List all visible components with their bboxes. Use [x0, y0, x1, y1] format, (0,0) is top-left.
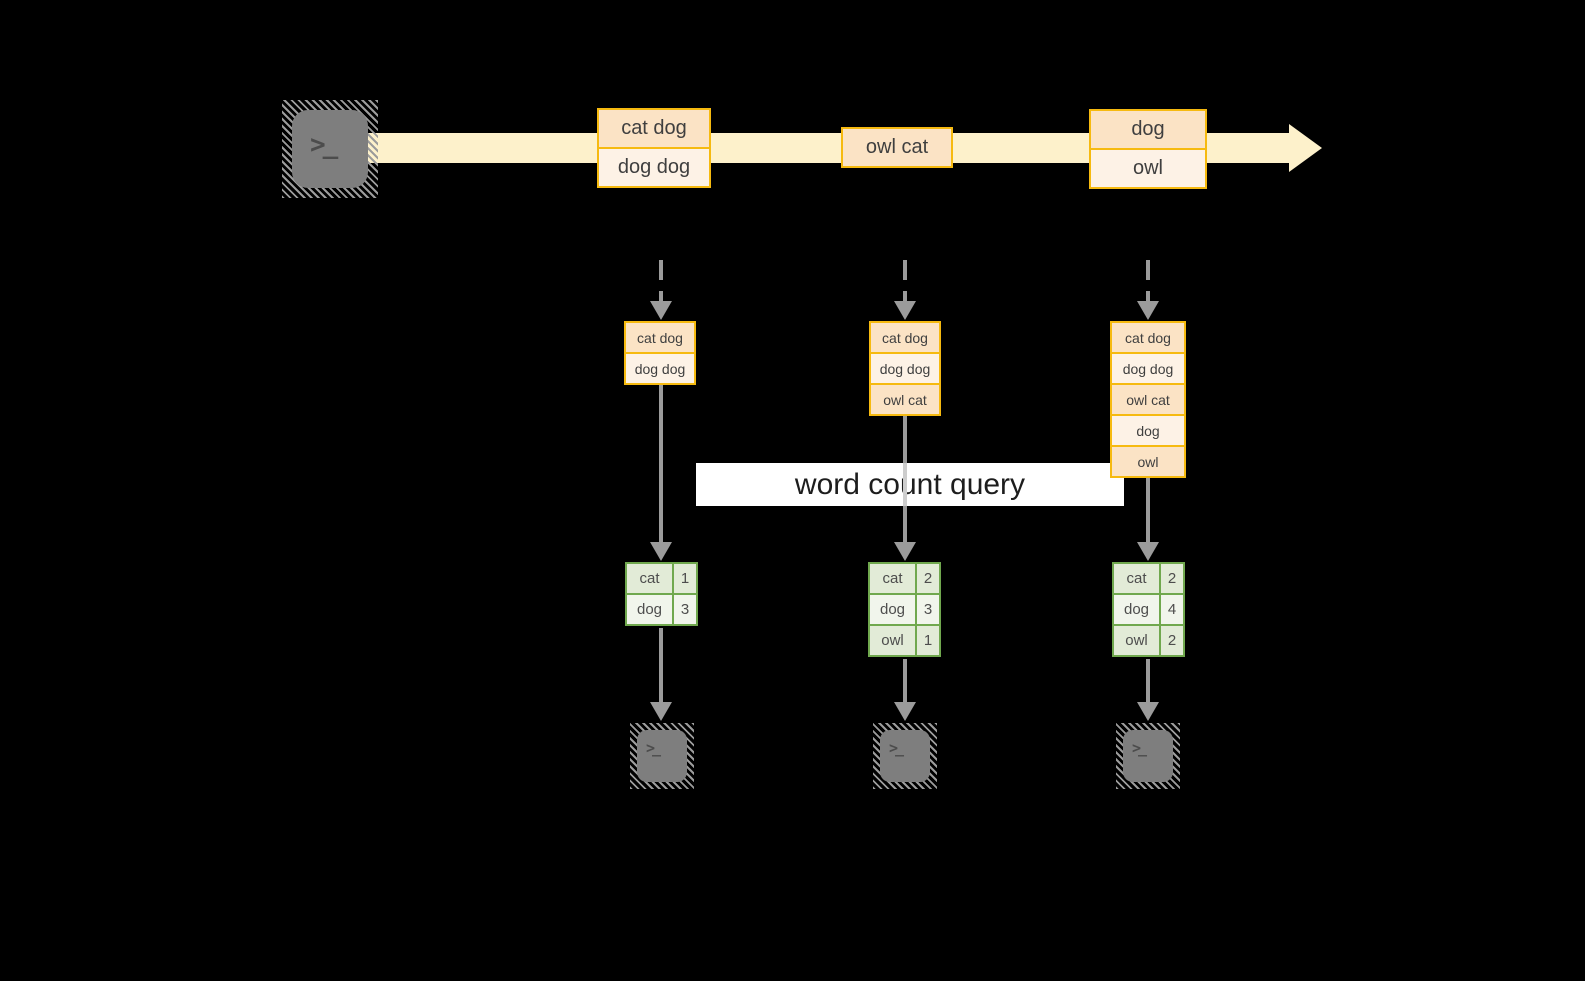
- stream-batch: dog owl: [1089, 109, 1207, 189]
- connector-line: [659, 385, 663, 542]
- sink-terminal-icon: >_: [630, 723, 694, 789]
- count-word-cell: cat: [870, 564, 915, 593]
- stream-batch-item: cat dog: [599, 110, 709, 147]
- sink-terminal-icon: >_: [873, 723, 937, 789]
- connector-line: [659, 628, 663, 702]
- count-word-cell: owl: [1114, 626, 1159, 655]
- connector-line: [1146, 659, 1150, 702]
- ingest-dashed-arrow: [1146, 260, 1150, 301]
- sink-terminal-icon: >_: [1116, 723, 1180, 789]
- arrowhead-icon: [650, 542, 672, 561]
- count-value-cell: 2: [917, 564, 939, 593]
- query-label: word count query: [794, 467, 1026, 501]
- arrowhead-icon: [1137, 301, 1159, 320]
- count-table: cat 1 dog 3: [625, 562, 698, 626]
- count-value-cell: 2: [1161, 626, 1183, 655]
- stream-batch-item: owl: [1091, 150, 1205, 187]
- stream-batch-item: owl cat: [843, 129, 951, 166]
- arrowhead-icon: [650, 702, 672, 721]
- terminal-prompt-icon: >_: [310, 130, 338, 160]
- state-item: owl cat: [871, 385, 939, 414]
- count-value-cell: 1: [674, 564, 696, 593]
- arrowhead-icon: [1137, 702, 1159, 721]
- count-value-cell: 1: [917, 626, 939, 655]
- query-label-banner: word count query: [696, 463, 1124, 506]
- terminal-icon-body: >_: [292, 110, 368, 188]
- connector-line: [903, 659, 907, 702]
- arrowhead-icon: [1137, 542, 1159, 561]
- arrowhead-icon: [894, 301, 916, 320]
- terminal-prompt-icon: >_: [646, 739, 661, 757]
- count-word-cell: dog: [1114, 595, 1159, 624]
- arrowhead-icon: [894, 542, 916, 561]
- arrowhead-icon: [894, 702, 916, 721]
- count-value-cell: 2: [1161, 564, 1183, 593]
- count-word-cell: cat: [627, 564, 672, 593]
- state-box: cat dog dog dog: [624, 321, 696, 385]
- count-value-cell: 3: [917, 595, 939, 624]
- connector-line-through-banner: [903, 463, 907, 506]
- count-value-cell: 3: [674, 595, 696, 624]
- state-item: owl cat: [1112, 385, 1184, 414]
- state-box: cat dog dog dog owl cat: [869, 321, 941, 416]
- state-item: cat dog: [626, 323, 694, 352]
- count-value-cell: 4: [1161, 595, 1183, 624]
- ingest-dashed-arrow: [903, 260, 907, 301]
- connector-line: [1146, 478, 1150, 542]
- count-word-cell: dog: [627, 595, 672, 624]
- count-word-cell: owl: [870, 626, 915, 655]
- stream-timeline-arrowhead-icon: [1289, 124, 1322, 172]
- count-table: cat 2 dog 4 owl 2: [1112, 562, 1185, 657]
- stream-batch: owl cat: [841, 127, 953, 168]
- terminal-prompt-icon: >_: [889, 739, 904, 757]
- state-box: cat dog dog dog owl cat dog owl: [1110, 321, 1186, 478]
- terminal-icon-body: >_: [1123, 730, 1173, 782]
- state-item: cat dog: [1112, 323, 1184, 352]
- terminal-prompt-icon: >_: [1132, 739, 1147, 757]
- count-table: cat 2 dog 3 owl 1: [868, 562, 941, 657]
- state-item: dog: [1112, 416, 1184, 445]
- state-item: dog dog: [871, 354, 939, 383]
- count-word-cell: dog: [870, 595, 915, 624]
- state-item: owl: [1112, 447, 1184, 476]
- terminal-icon-body: >_: [637, 730, 687, 782]
- state-item: cat dog: [871, 323, 939, 352]
- terminal-icon-body: >_: [880, 730, 930, 782]
- stream-batch: cat dog dog dog: [597, 108, 711, 188]
- state-item: dog dog: [626, 354, 694, 383]
- state-item: dog dog: [1112, 354, 1184, 383]
- stream-batch-item: dog dog: [599, 149, 709, 186]
- count-word-cell: cat: [1114, 564, 1159, 593]
- ingest-dashed-arrow: [659, 260, 663, 301]
- source-terminal-icon: >_: [282, 100, 378, 198]
- stream-batch-item: dog: [1091, 111, 1205, 148]
- arrowhead-icon: [650, 301, 672, 320]
